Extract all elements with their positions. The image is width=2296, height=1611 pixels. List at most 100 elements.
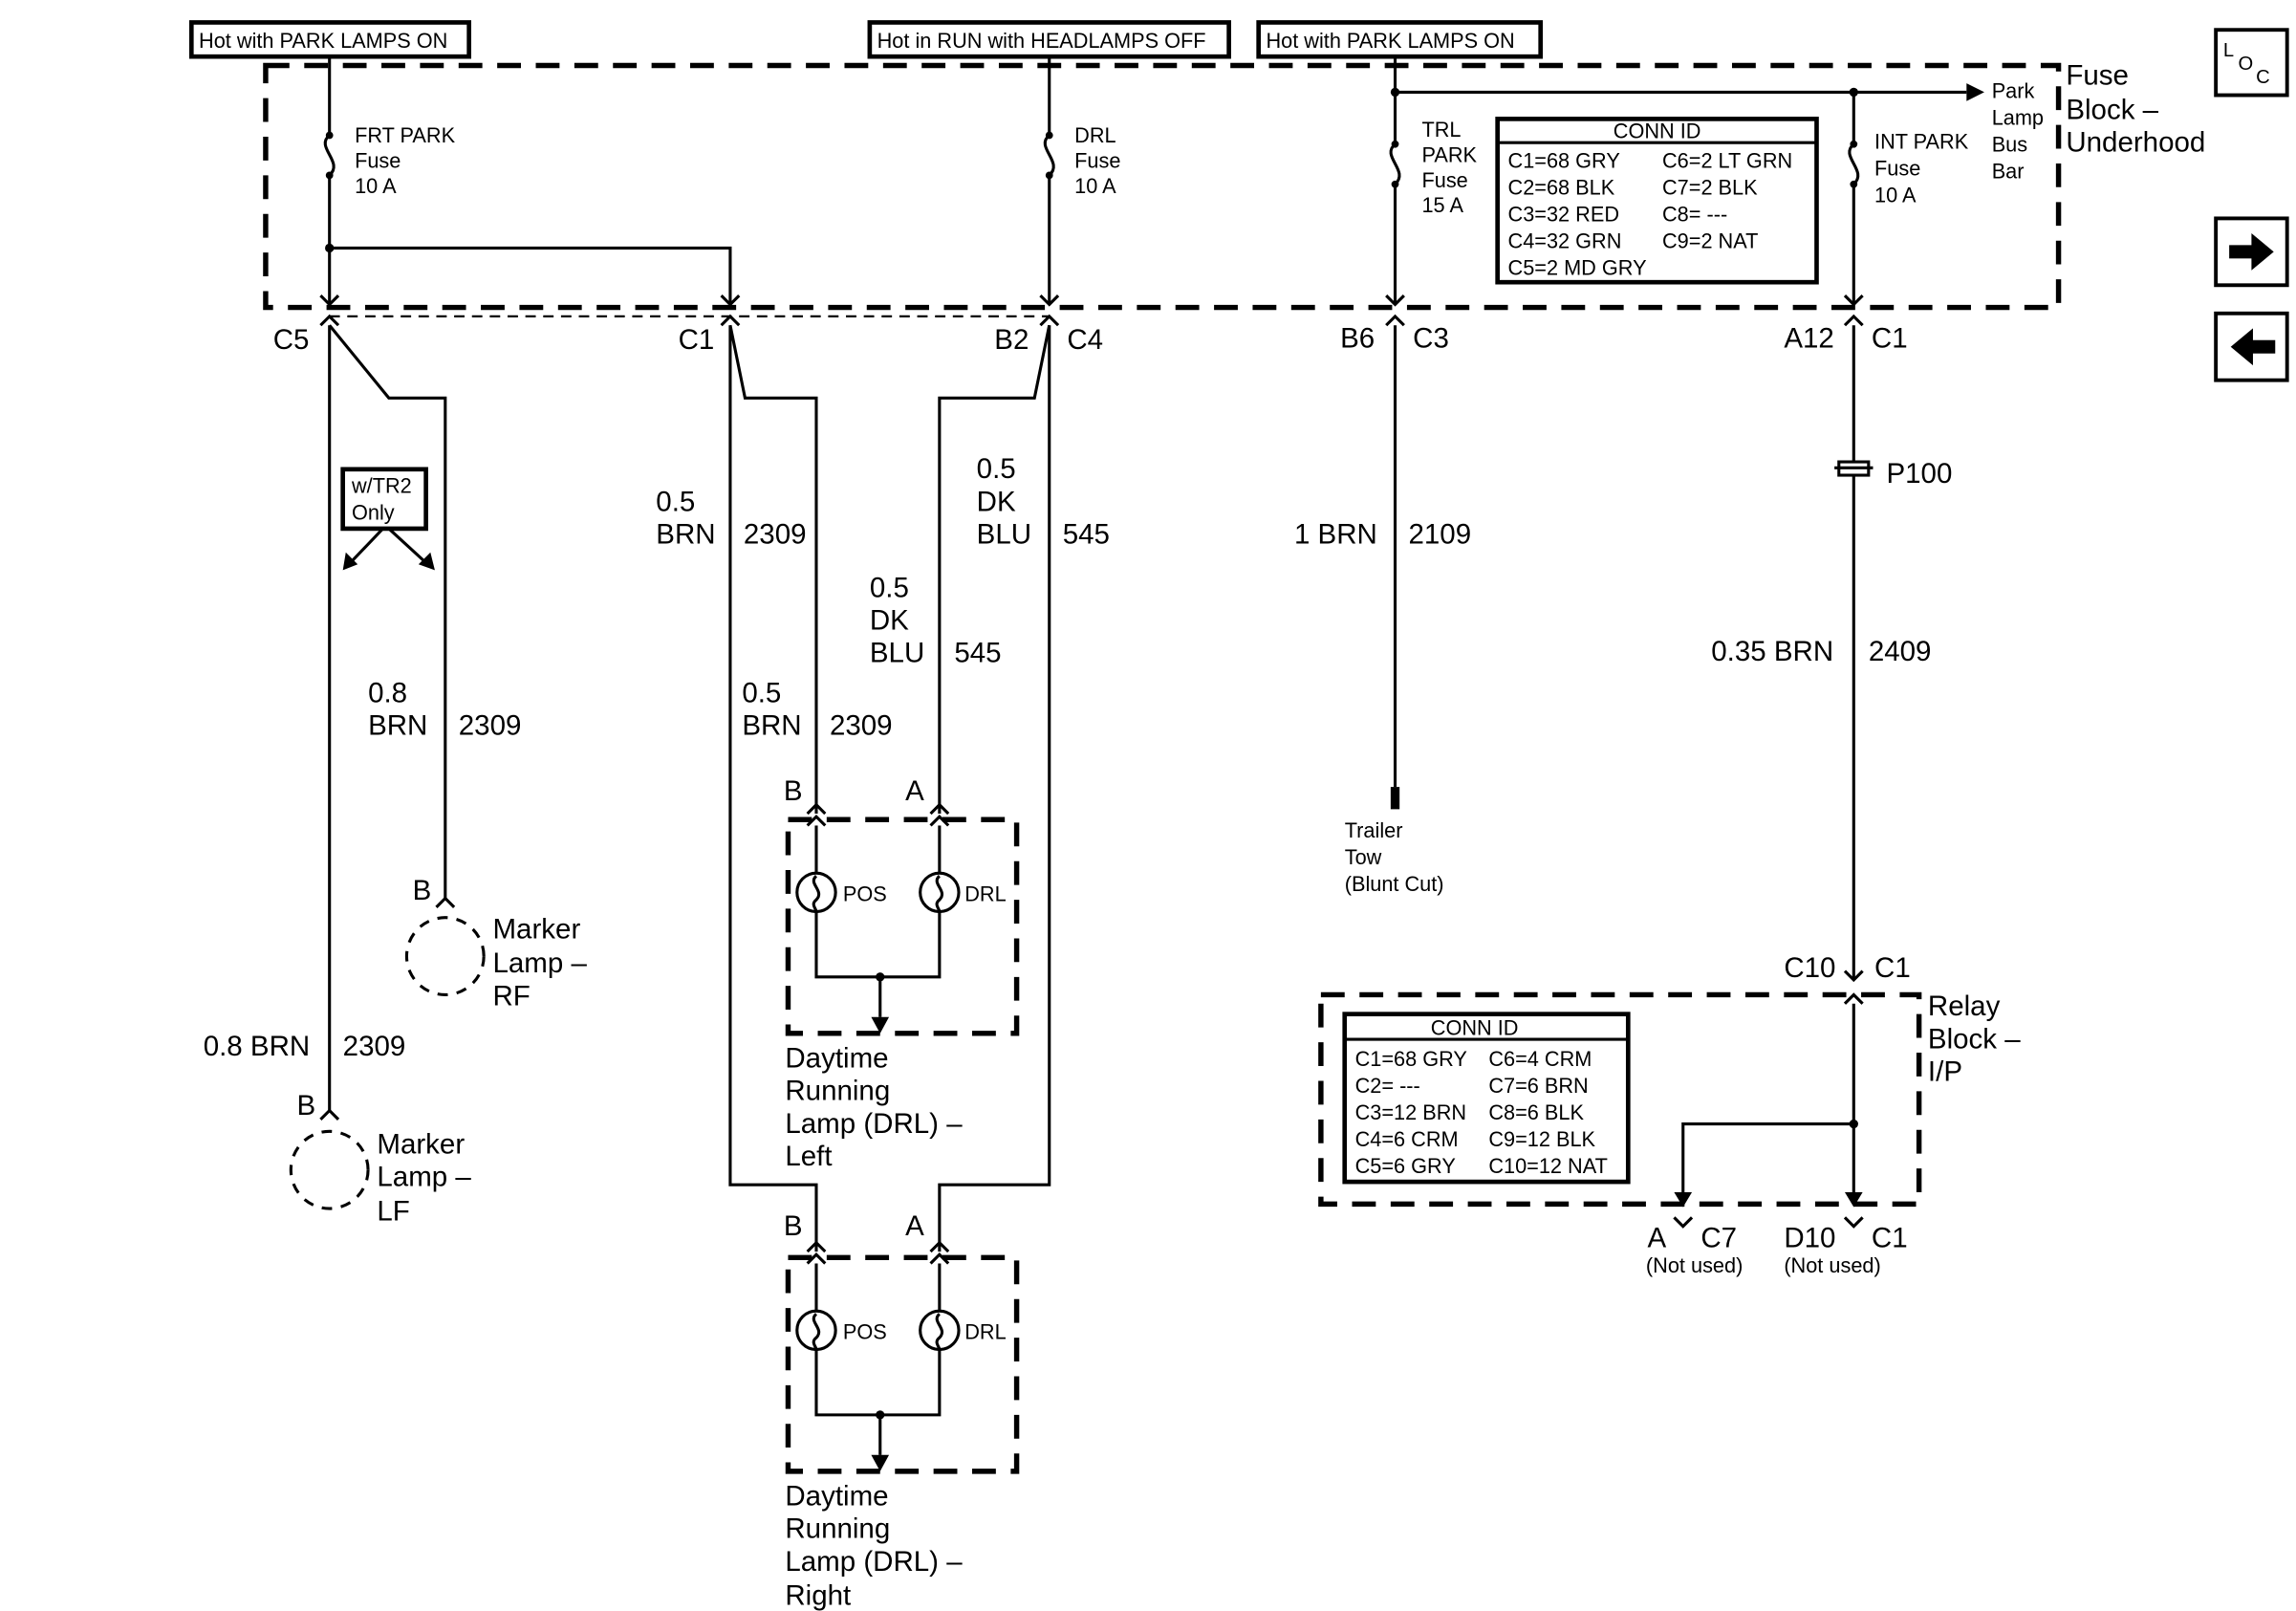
relay-title-1: Relay [1928,991,2001,1022]
drl-right-line-3: Lamp (DRL) – [785,1546,963,1578]
prev-page-button[interactable] [2214,311,2289,382]
option-arrow-left-icon [342,552,358,571]
marker-rf-line-2: Lamp – [492,947,587,979]
fb-conn-left-2: C3=32 RED [1508,203,1620,227]
drl-left-pos: POS [843,882,887,906]
wire-c5-rf [328,324,447,899]
w4-circuit: 2309 [830,710,893,742]
w2-color2: BLU [977,518,1031,550]
fb-conn-right-3: C9=2 NAT [1662,229,1758,252]
drl-fuse-label-1: DRL [1074,123,1116,147]
drl-right-line-2: Running [785,1513,890,1545]
connector-c4 [1039,294,1060,327]
bus-bar-arrow-icon [1966,83,1984,101]
marker-lf-line-2: Lamp – [377,1162,471,1193]
relay-conn-right-3: C9=12 BLK [1488,1127,1595,1151]
marker-lf-pin: B [297,1090,316,1121]
frt-park-fuse-label-3: 10 A [355,174,397,198]
option-box-line-2: Only [352,501,395,525]
conn-a12-label: A12 [1784,322,1834,354]
fuse-block-outline [263,62,2062,311]
wire-545-right-drl [938,325,1051,1252]
marker-rf-line-1: Marker [492,913,580,945]
trl-park-fuse-label-1: TRL [1421,118,1461,142]
relay-conn-left-4: C5=6 GRY [1355,1154,1457,1178]
loc-o: O [2238,54,2253,75]
connector-c3 [1385,294,1405,327]
drl-left-line-4: Left [785,1141,832,1172]
drl-right-line-4: Right [785,1580,851,1611]
int-park-fuse-label-2: Fuse [1874,156,1920,180]
w6-circuit: 2309 [343,1031,406,1062]
fuse-block-conn-id-table [1495,117,1819,285]
relay-conn-id-table [1342,1012,1631,1185]
relay-conn-id-title: CONN ID [1431,1015,1519,1039]
relay-out-a-note: (Not used) [1646,1253,1743,1277]
w3-size: 0.5 [870,572,909,603]
drl-right-line-1: Daytime [785,1481,888,1513]
relay-internal-branch [1681,1121,1854,1196]
w1-circuit: 2309 [744,518,807,550]
conn-c3-label: C3 [1413,322,1449,354]
conn-b6-label: B6 [1340,322,1375,354]
next-page-button[interactable] [2214,216,2289,288]
w7-label: 1 BRN [1294,518,1377,550]
drl-right-pos: POS [843,1320,887,1344]
bus-bar-label-1: Park [1992,79,2035,103]
relay-conn-left-0: C1=68 GRY [1355,1047,1468,1071]
power-label-trl: Hot with PARK LAMPS ON [1266,29,1514,53]
fuse-block-title-2: Block – [2066,94,2158,125]
marker-lamp-rf-icon [404,916,486,997]
drl-left-drl: DRL [964,882,1006,906]
marker-lf-line-1: Marker [377,1129,465,1161]
connector-c5 [319,294,340,327]
relay-top-c10: C10 [1784,952,1835,984]
w3-circuit: 545 [954,638,1001,669]
relay-out-d10-note: (Not used) [1784,1253,1880,1277]
option-box-line-1: w/TR2 [351,474,412,498]
relay-out-c7: C7 [1700,1222,1737,1253]
drl-left-line-3: Lamp (DRL) – [785,1108,963,1140]
option-arrow-right-icon [418,552,435,571]
splice-p100-icon [1834,460,1874,477]
wire-545-left-drl [938,324,1051,815]
int-park-fuse-label-3: 10 A [1874,183,1917,207]
fuse-block-title-1: Fuse [2066,60,2129,92]
drl-right-pin-b: B [784,1210,803,1242]
relay-conn-right-2: C8=6 BLK [1488,1100,1584,1124]
conn-c5-label: C5 [273,324,310,356]
int-park-fuse-symbol [1848,142,1860,185]
frt-park-fuse-label-2: Fuse [355,149,401,173]
power-label-drl: Hot in RUN with HEADLAMPS OFF [877,29,1206,53]
drl-right-drl: DRL [964,1320,1006,1344]
w1-color: BRN [656,518,715,550]
relay-conn-right-0: C6=4 CRM [1488,1047,1592,1071]
option-box [340,467,428,532]
relay-conn-left-1: C2= --- [1355,1074,1420,1098]
relay-conn-right-1: C7=6 BRN [1488,1074,1588,1098]
w8-label: 0.35 BRN [1711,636,1833,667]
marker-lamp-lf-icon [289,1129,370,1210]
w8-circuit: 2409 [1869,636,1932,667]
arrow-left-icon [2230,328,2276,366]
relay-top-c1: C1 [1874,952,1911,984]
bus-bar-label-4: Bar [1992,159,2025,183]
fb-conn-left-0: C1=68 GRY [1508,149,1621,173]
w2-circuit: 545 [1063,518,1110,550]
bus-bar-label-3: Bus [1992,133,2028,157]
relay-title-3: I/P [1928,1056,1962,1088]
drl-left-pin-b: B [784,775,803,807]
loc-button[interactable]: L O C [2214,28,2289,98]
drl-left-line-1: Daytime [785,1043,888,1075]
drl-fuse-label-2: Fuse [1074,149,1120,173]
relay-block-outline [1318,991,1922,1208]
relay-conn-right-4: C10=12 NAT [1488,1154,1608,1178]
fb-conn-right-2: C8= --- [1662,203,1727,227]
drl-left-pin-a: A [905,775,924,807]
frt-park-fuse-label-1: FRT PARK [355,123,456,147]
marker-rf-pin: B [413,875,432,906]
power-label-frt: Hot with PARK LAMPS ON [199,29,447,53]
relay-title-2: Block – [1928,1023,2021,1055]
w6-label: 0.8 BRN [204,1031,311,1062]
